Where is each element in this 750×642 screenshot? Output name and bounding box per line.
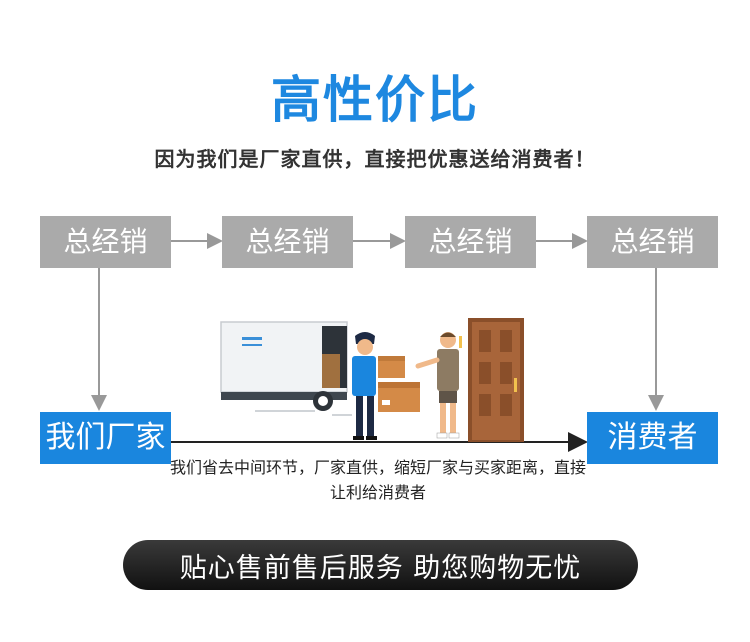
service-banner: 贴心售前售后服务 助您购物无忧 <box>123 540 638 590</box>
distributor-box-3: 总经销 <box>405 216 536 268</box>
door-illustration <box>459 318 524 442</box>
main-flow-arrowhead <box>568 432 588 452</box>
distributor-box-4: 总经销 <box>587 216 718 268</box>
factory-box: 我们厂家 <box>40 412 171 464</box>
flow-caption: 我们省去中间环节，厂家直供，缩短厂家与买家距离，直接让利给消费者 <box>170 458 587 502</box>
distributor-box-1: 总经销 <box>40 216 171 268</box>
page-subtitle: 因为我们是厂家直供，直接把优惠送给消费者！ <box>154 147 596 171</box>
delivery-man-illustration <box>352 332 420 440</box>
consumer-box: 消费者 <box>587 412 718 464</box>
truck-illustration <box>220 321 352 416</box>
page-title: 高性价比 <box>271 71 479 129</box>
customer-illustration <box>415 332 460 439</box>
distributor-box-2: 总经销 <box>222 216 353 268</box>
